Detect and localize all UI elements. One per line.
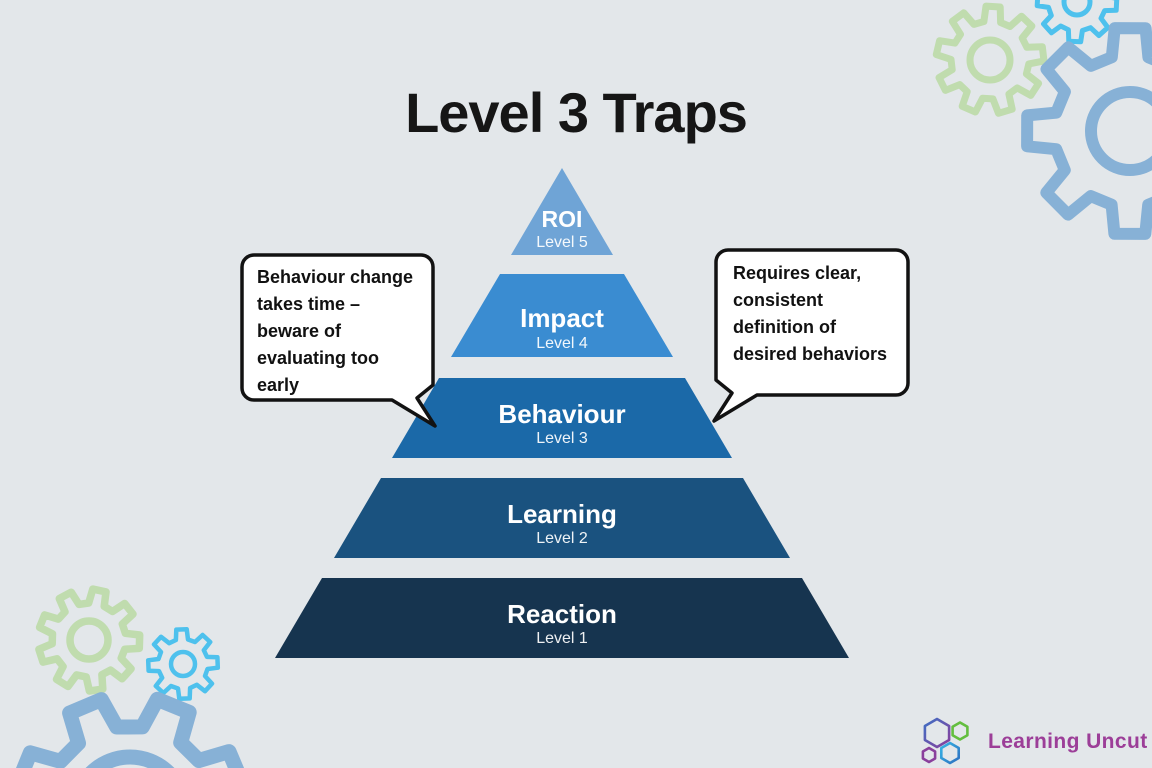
- speech-bubble-icon: [240, 253, 437, 428]
- logo-text: Learning Uncut: [988, 730, 1148, 753]
- pyramid-level-sublabel: Level 4: [536, 335, 588, 352]
- pyramid-level-reaction: [275, 578, 849, 658]
- pyramid-level-sublabel: Level 2: [536, 530, 588, 547]
- hexagon-cluster-icon: [921, 717, 969, 765]
- hexagon-icon: [939, 741, 961, 765]
- callout-right-text: Requires clear, consistent definition of…: [733, 263, 888, 364]
- pyramid-level-label: Behaviour: [498, 399, 625, 429]
- pyramid-level-behaviour: [392, 378, 732, 458]
- gear-icon: [1021, 22, 1152, 240]
- gear-icon: [16, 691, 245, 768]
- pyramid-level-label: ROI: [542, 206, 583, 232]
- page-title: Level 3 Traps: [405, 81, 748, 144]
- hexagon-icon: [951, 721, 969, 741]
- logo: Learning Uncut: [916, 716, 1148, 768]
- gear-icon: [1034, 0, 1120, 45]
- pyramid-level-label: Reaction: [507, 599, 617, 629]
- speech-bubble-icon: [712, 248, 910, 423]
- pyramid-level-roi: [511, 168, 613, 255]
- callout-left: Behaviour change takes time – beware of …: [230, 249, 445, 439]
- pyramid-level-impact: [451, 274, 673, 357]
- gear-icon: [35, 585, 144, 695]
- pyramid-level-sublabel: Level 5: [536, 234, 588, 251]
- pyramid-level-learning: [334, 478, 790, 558]
- pyramid: ROI Level 5 Impact Level 4 Behaviour Lev…: [275, 168, 849, 658]
- pyramid-level-sublabel: Level 3: [536, 430, 588, 447]
- pyramid-level-sublabel: Level 1: [536, 630, 588, 647]
- hexagon-icon: [921, 746, 937, 764]
- callout-left-text: Behaviour change takes time – beware of …: [257, 267, 414, 395]
- pyramid-level-label: Learning: [507, 499, 617, 529]
- callout-right: Requires clear, consistent definition of…: [700, 243, 915, 433]
- hexagon-icon: [923, 717, 951, 749]
- pyramid-level-label: Impact: [520, 303, 604, 333]
- gear-icon: [932, 2, 1048, 117]
- gear-icon: [145, 626, 221, 702]
